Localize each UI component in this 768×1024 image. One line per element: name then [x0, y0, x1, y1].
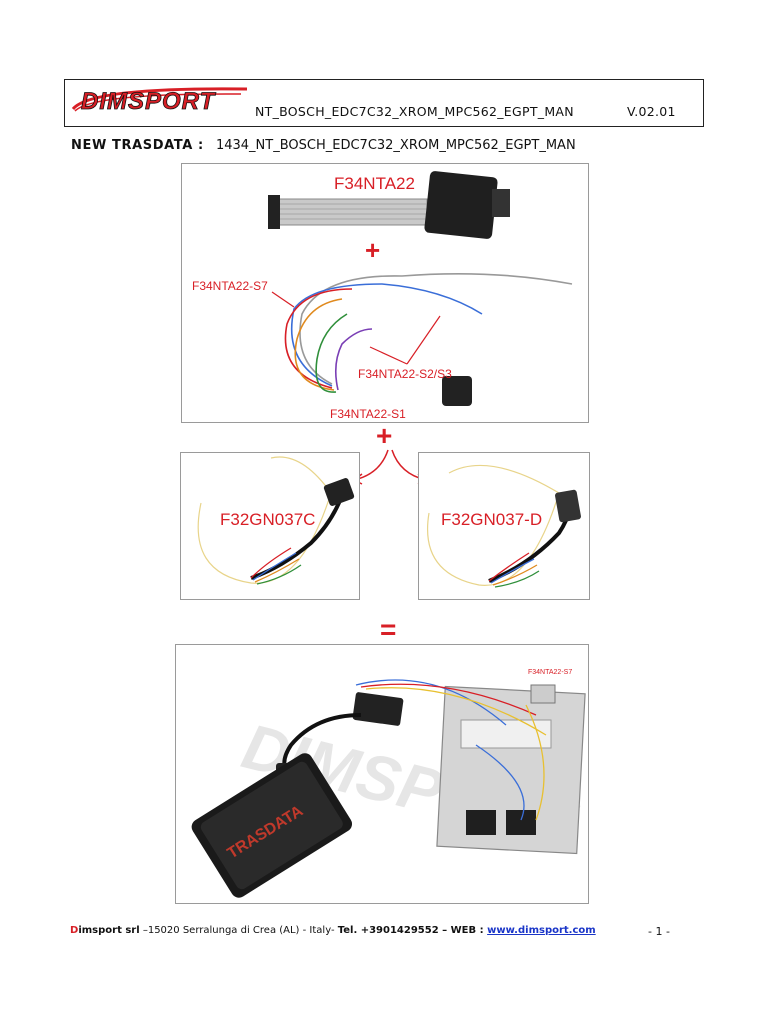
footer-web-link[interactable]: www.dimsport.com [487, 925, 596, 936]
wiring-harness-image [284, 272, 573, 393]
panel-f32gn037c: F32GN037C [180, 452, 360, 600]
footer-brand-rest: imsport srl [78, 925, 140, 936]
document-version: V.02.01 [627, 104, 676, 119]
f32gn037-d-label: F32GN037-D [441, 510, 543, 529]
footer-tel: Tel. +3901429552 [337, 925, 439, 936]
panel-f34nta22-kit: F34NTA22 + F34NTA22-S7 F34NTA22-S2/S3 F3… [181, 163, 589, 423]
s1-label: F34NTA22-S1 [330, 407, 406, 421]
trasdata-device-image: TRASDATA [191, 753, 353, 898]
harness-connector [442, 376, 472, 406]
ecu-image [436, 684, 586, 855]
s2s3-label: F34NTA22-S2/S3 [358, 367, 452, 381]
f32gn037c-label: F32GN037C [220, 510, 316, 529]
trasdata-label: NEW TRASDATA : [71, 138, 204, 153]
main-cable-image [282, 713, 362, 771]
footer-brand-initial: D [70, 925, 79, 936]
callout-arrows [271, 291, 441, 365]
footer-address: –15020 Serralunga di Crea (AL) - Italy- [139, 925, 338, 936]
trasdata-value: 1434_NT_BOSCH_EDC7C32_XROM_MPC562_EGPT_M… [215, 138, 576, 153]
equals-sign: = [380, 614, 397, 645]
plus-sign: + [365, 235, 380, 265]
footer-web-label: – WEB : [438, 925, 488, 936]
middle-plus-sign: + [376, 420, 393, 451]
document-title: NT_BOSCH_EDC7C32_XROM_MPC562_EGPT_MAN [255, 104, 574, 119]
f32gn037c-cable-image [197, 456, 355, 585]
s7-label: F34NTA22-S7 [192, 279, 268, 293]
f34nta22-kit-illustration: F34NTA22 + F34NTA22-S7 F34NTA22-S2/S3 F3… [192, 171, 573, 421]
trasdata-line: NEW TRASDATA : 1434_NT_BOSCH_EDC7C32_XRO… [71, 138, 576, 153]
svg-text:DIMSPORT: DIMSPORT [81, 88, 217, 113]
panel-f32gn037-d: F32GN037-D [418, 452, 590, 600]
f32gn037-d-cable-image [427, 464, 581, 588]
assembled-setup-image: DIMSPORT F34NTA22-S7 TRASDATA [191, 669, 586, 898]
s7-small-label: F34NTA22-S7 [528, 669, 572, 676]
module-label: F34NTA22 [334, 174, 415, 193]
page-footer: Dimsport srl –15020 Serralunga di Crea (… [70, 925, 596, 936]
panel-assembled-setup: DIMSPORT F34NTA22-S7 TRASDATA [175, 644, 589, 904]
adapter-module-image [352, 692, 404, 726]
ribbon-cable-image [268, 171, 510, 239]
document-header: DIMSPORT NT_BOSCH_EDC7C32_XROM_MPC562_EG… [64, 79, 704, 127]
wires-image [355, 679, 547, 821]
page-number: - 1 - [648, 925, 670, 938]
dimsport-logo: DIMSPORT [71, 87, 248, 113]
